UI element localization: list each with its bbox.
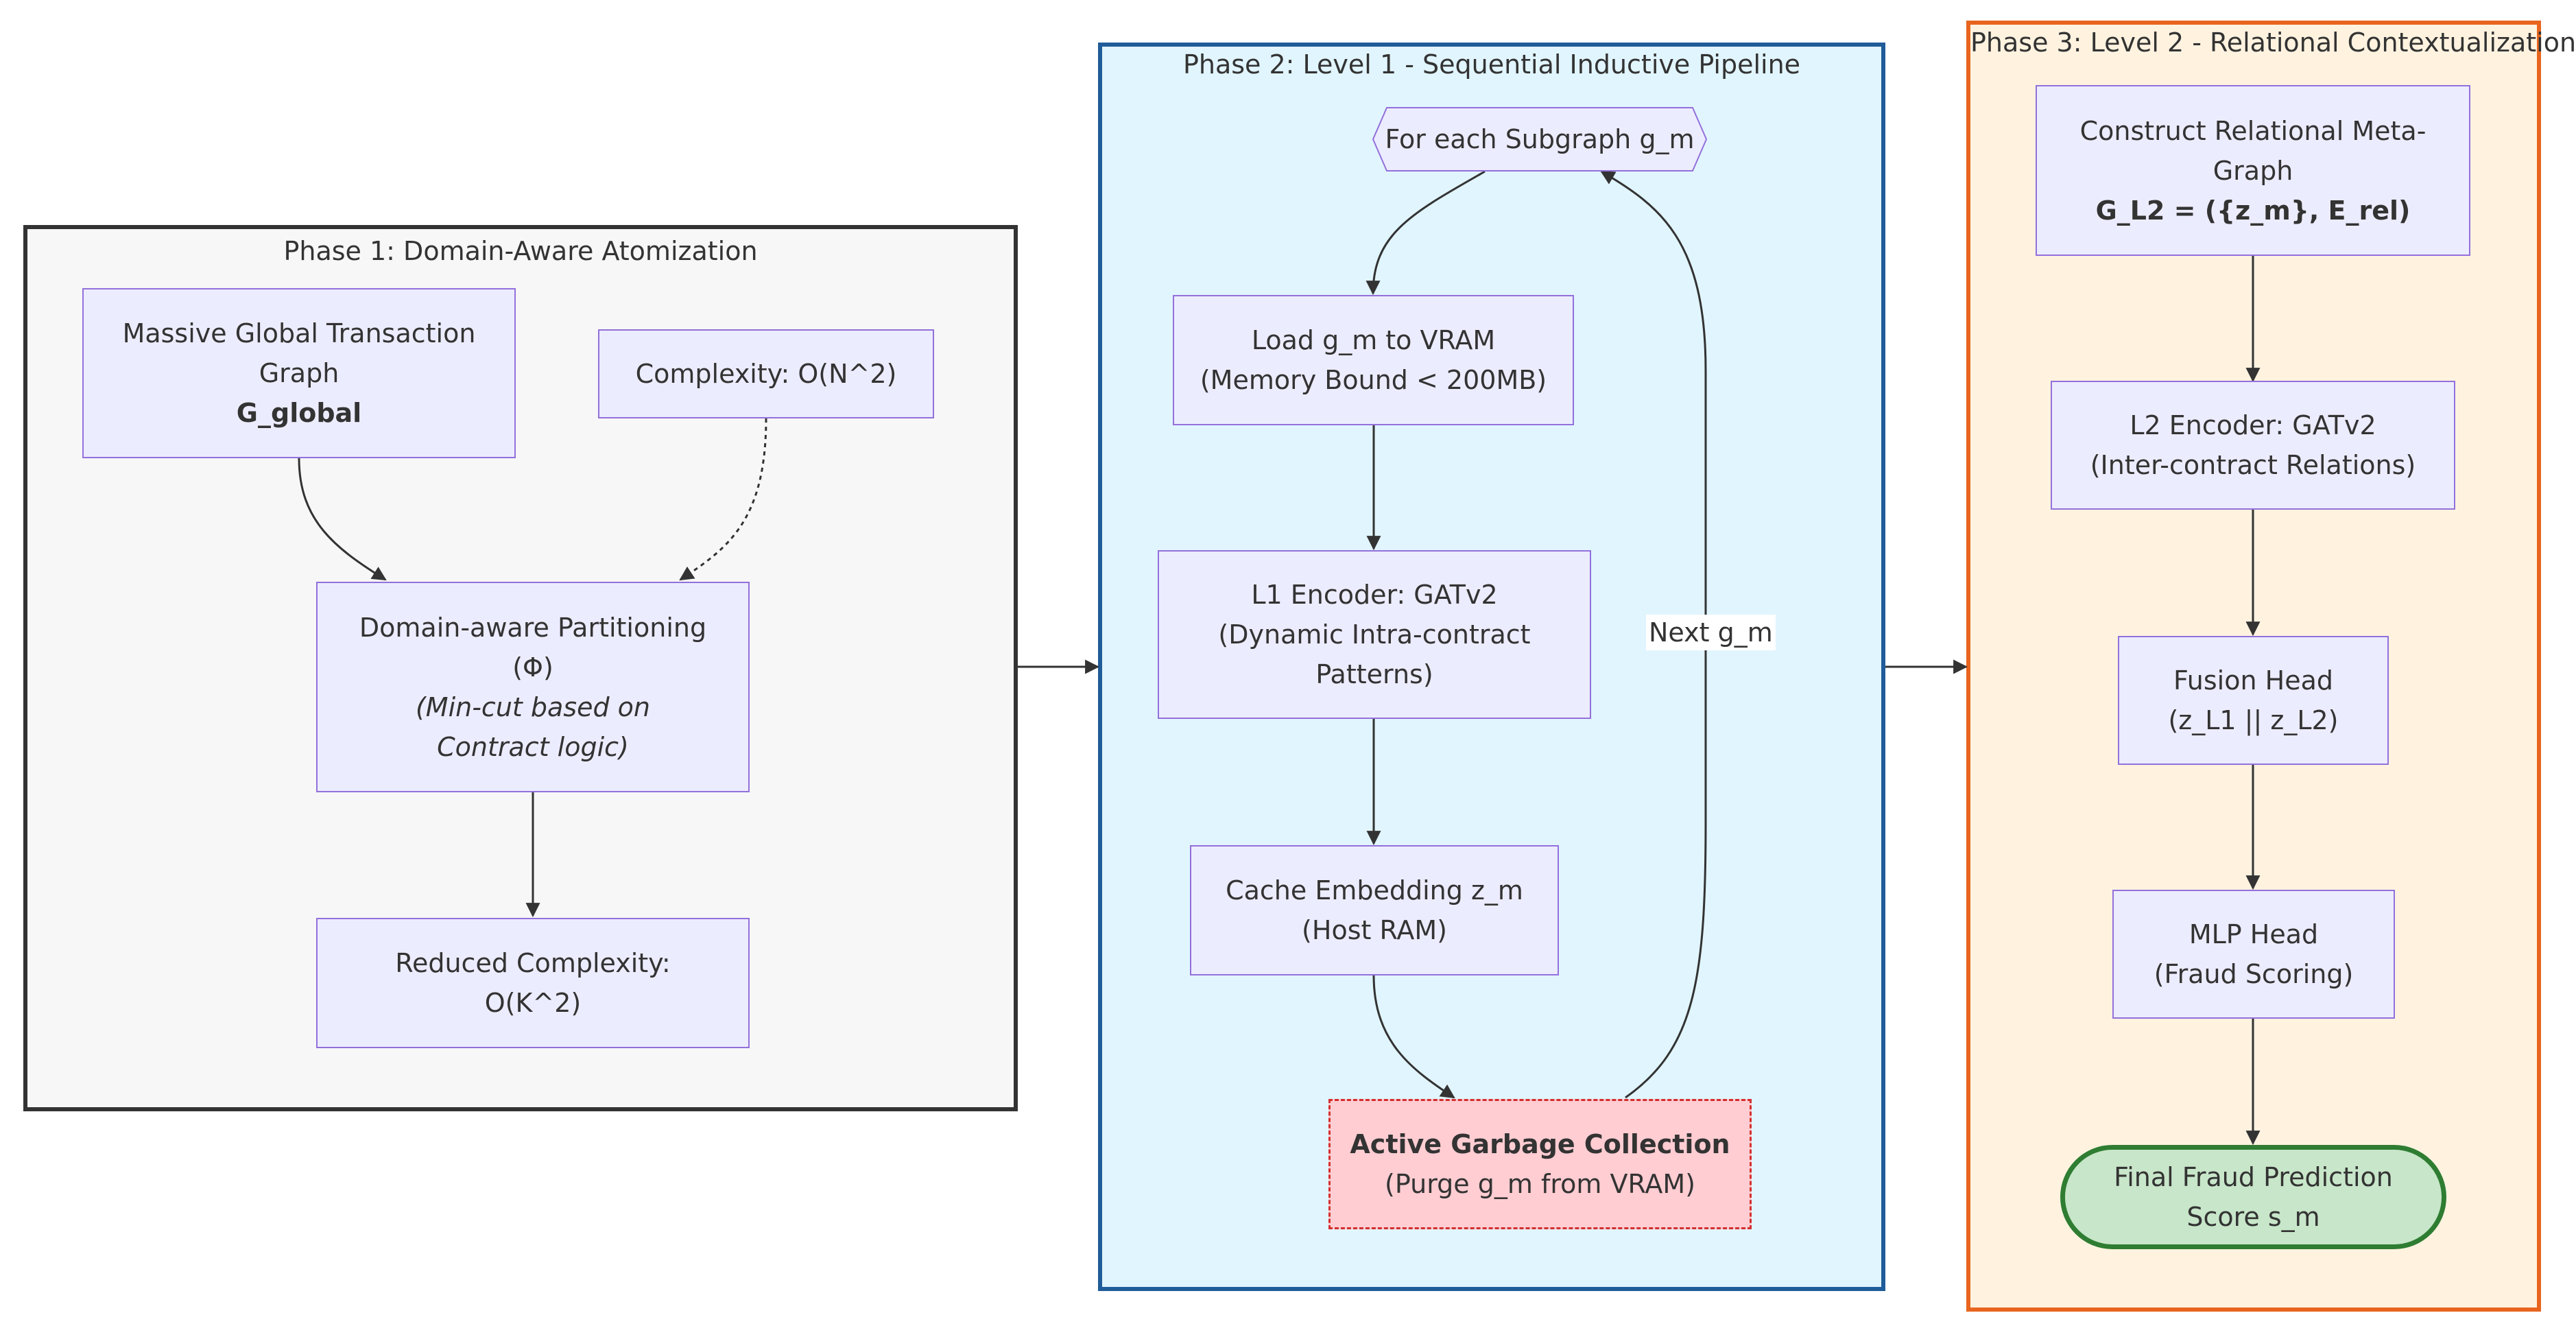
node-partitioning: Domain-aware Partitioning (Φ) (Min-cut b…	[316, 582, 750, 792]
phase3-title: Phase 3: Level 2 - Relational Contextual…	[1970, 27, 2576, 58]
node-global-graph: Massive Global Transaction Graph G_globa…	[82, 288, 516, 458]
mlp-line2: (Fraud Scoring)	[2154, 959, 2354, 989]
cache-line1: Cache Embedding z_m	[1226, 875, 1523, 906]
node-final-prediction: Final Fraud Prediction Score s_m	[2060, 1145, 2446, 1249]
edge-complexity-to-partitioning	[679, 418, 767, 581]
l1-encoder-line2: (Dynamic Intra-contract	[1218, 619, 1531, 650]
fusion-line1: Fusion Head	[2173, 665, 2333, 696]
partitioning-line4: Contract logic)	[437, 731, 629, 762]
reduced-line2: O(K^2)	[484, 988, 582, 1018]
edge-global-to-partitioning	[298, 458, 387, 581]
meta-graph-line1: Construct Relational Meta-	[2079, 115, 2426, 146]
phase2-title: Phase 2: Level 1 - Sequential Inductive …	[1182, 49, 1801, 80]
final-line1: Final Fraud Prediction	[2114, 1162, 2393, 1192]
global-graph-line1: Massive Global Transaction	[122, 318, 476, 348]
loop-edge-label: Next g_m	[1646, 615, 1776, 650]
node-l2-encoder: L2 Encoder: GATv2 (Inter-contract Relati…	[2051, 381, 2455, 510]
partitioning-line2: (Φ)	[512, 652, 553, 683]
edge-gc-loop-next	[1600, 170, 1707, 1099]
load-line1: Load g_m to VRAM	[1251, 325, 1496, 355]
meta-graph-line2: Graph	[2213, 155, 2293, 186]
node-mlp-head: MLP Head (Fraud Scoring)	[2112, 890, 2395, 1019]
gc-line2: (Purge g_m from VRAM)	[1385, 1169, 1695, 1199]
phase1-title: Phase 1: Domain-Aware Atomization	[283, 236, 758, 266]
load-line2: (Memory Bound < 200MB)	[1200, 365, 1547, 395]
complexity-line1: Complexity: O(N^2)	[635, 359, 897, 389]
node-complexity: Complexity: O(N^2)	[598, 329, 934, 418]
node-garbage-collection: Active Garbage Collection (Purge g_m fro…	[1328, 1099, 1752, 1229]
partitioning-line3: (Min-cut based on	[415, 691, 651, 722]
node-cache-embedding: Cache Embedding z_m (Host RAM)	[1190, 845, 1559, 975]
mlp-line1: MLP Head	[2189, 919, 2319, 949]
reduced-line1: Reduced Complexity:	[395, 948, 671, 978]
l1-encoder-line3: Patterns)	[1315, 659, 1433, 689]
foreach-label: For each Subgraph g_m	[1385, 124, 1695, 154]
node-fusion-head: Fusion Head (z_L1 || z_L2)	[2118, 636, 2389, 765]
node-reduced-complexity: Reduced Complexity: O(K^2)	[316, 918, 750, 1048]
node-foreach-subgraph	[1372, 107, 1708, 171]
partitioning-line1: Domain-aware Partitioning	[359, 612, 707, 643]
global-graph-line3: G_global	[236, 398, 362, 428]
edge-foreach-to-load	[1365, 170, 1486, 296]
gc-line1: Active Garbage Collection	[1350, 1129, 1730, 1159]
final-line2: Score s_m	[2186, 1202, 2320, 1232]
edge-cache-to-gc	[1372, 975, 1455, 1099]
l2-encoder-line2: (Inter-contract Relations)	[2090, 450, 2416, 480]
l2-encoder-line1: L2 Encoder: GATv2	[2130, 410, 2376, 440]
node-meta-graph: Construct Relational Meta- Graph G_L2 = …	[2036, 85, 2470, 256]
node-load-vram: Load g_m to VRAM (Memory Bound < 200MB)	[1173, 295, 1574, 425]
node-l1-encoder: L1 Encoder: GATv2 (Dynamic Intra-contrac…	[1158, 550, 1591, 719]
meta-graph-line3: G_L2 = ({z_m}, E_rel)	[2095, 195, 2411, 226]
global-graph-line2: Graph	[259, 358, 339, 388]
fusion-line2: (z_L1 || z_L2)	[2168, 705, 2339, 735]
cache-line2: (Host RAM)	[1302, 915, 1447, 945]
l1-encoder-line1: L1 Encoder: GATv2	[1251, 580, 1498, 610]
